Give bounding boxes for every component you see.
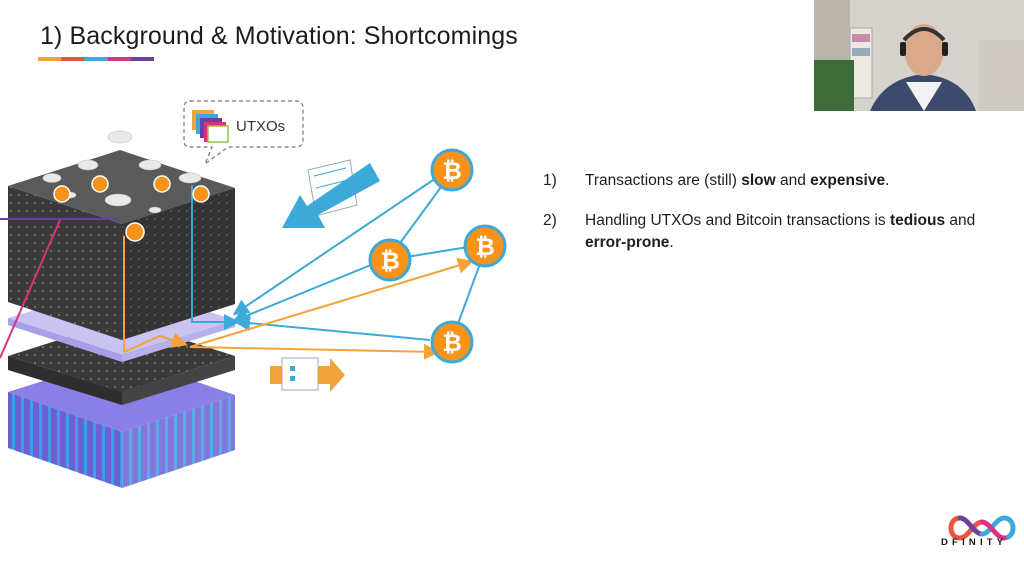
bullet-text-part: and (775, 172, 811, 189)
bullet-text-part: . (669, 234, 674, 251)
underline-segment (130, 57, 155, 61)
bitcoin-icon: ₿ (463, 224, 507, 268)
outgoing-arrow (123, 236, 188, 354)
signed-tx-icon (281, 357, 319, 391)
internal-arrow (191, 185, 240, 330)
webcam-video (814, 0, 1024, 111)
incoming-arrow (232, 171, 446, 316)
svg-text:₿: ₿ (380, 248, 400, 275)
big-blue-arrow-icon (282, 163, 380, 228)
title-underline (38, 57, 155, 61)
outgoing-arrow (189, 257, 474, 348)
outgoing-arrow-tail (270, 366, 282, 384)
dfinity-logo-icon (948, 515, 1016, 541)
presenter-video-frame (814, 0, 1024, 111)
outgoing-arrow (189, 343, 440, 360)
bitcoin-icon: ₿ (430, 320, 474, 364)
dfinity-logo-text: DFINITY (941, 537, 1008, 548)
utxo-label: UTXOs (236, 118, 285, 135)
bullet-text: Handling UTXOs and Bitcoin transactions … (585, 210, 1013, 254)
svg-text:₿: ₿ (442, 158, 462, 185)
svg-text:₿: ₿ (475, 234, 495, 261)
canister-cube (8, 130, 235, 340)
underline-segment (84, 57, 108, 61)
cube-bitcoin-icons (53, 175, 210, 242)
underline-segment (38, 57, 62, 61)
architecture-diagram: UTXOs ₿ (0, 100, 507, 488)
bitcoin-icon: ₿ (430, 148, 474, 192)
utxo-callout: UTXOs (183, 100, 304, 166)
bitcoin-link (399, 246, 469, 259)
bullet-text: Transactions are (still) slow and expens… (585, 170, 889, 192)
bullet-text-bold: slow (741, 172, 776, 189)
bullet-item: 1) Transactions are (still) slow and exp… (543, 170, 1013, 192)
underline-segment (107, 57, 131, 61)
incoming-arrow (232, 257, 389, 323)
external-pink-line (0, 219, 61, 359)
slide-title: 1) Background & Motivation: Shortcomings (40, 22, 518, 50)
outgoing-arrow-icon (318, 358, 345, 392)
bitcoin-icon: ₿ (368, 238, 412, 282)
incoming-arrow (234, 315, 431, 341)
bullet-text-bold: error-prone (585, 234, 670, 251)
bullet-number: 2) (543, 212, 557, 229)
bullet-number: 1) (543, 172, 557, 189)
bullet-text-part: Handling UTXOs and Bitcoin transactions … (585, 212, 890, 229)
underline-segment (61, 57, 85, 61)
bullet-text-part: . (885, 172, 890, 189)
bullet-list: 1) Transactions are (still) slow and exp… (543, 170, 1013, 272)
bullet-text-part: and (945, 212, 976, 229)
bullet-item: 2) Handling UTXOs and Bitcoin transactio… (543, 210, 1013, 254)
bullet-text-bold: tedious (889, 212, 946, 229)
svg-text:₿: ₿ (442, 330, 462, 357)
bullet-text-part: Transactions are (still) (585, 172, 742, 189)
bullet-text-bold: expensive (810, 172, 886, 189)
